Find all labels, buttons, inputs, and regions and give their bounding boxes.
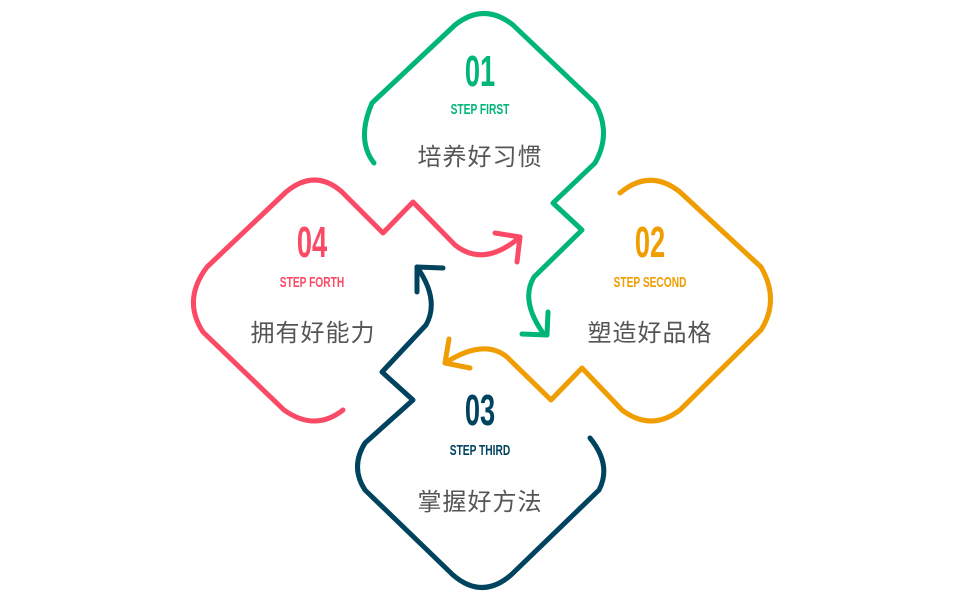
step-2-number: 02 (634, 218, 666, 267)
step-1-number: 01 (464, 47, 496, 96)
step-3-number: 03 (464, 386, 496, 435)
step-2-text: 塑造好品格 (587, 319, 713, 347)
step-4-text: 拥有好能力 (250, 319, 376, 347)
step-1-text: 培养好习惯 (417, 143, 543, 171)
step-1-label: STEP FIRST (450, 101, 510, 118)
step-2-outline (442, 177, 773, 424)
step-4-number: 04 (296, 218, 328, 267)
step-4-outline (190, 177, 523, 424)
step-1-outline (361, 11, 606, 338)
step-4-label: STEP FORTH (279, 274, 345, 291)
arrow-head-4 (492, 230, 523, 265)
step-3-text: 掌握好方法 (417, 488, 543, 516)
arrow-head-3 (414, 264, 446, 295)
step-3-outline (355, 264, 607, 590)
step-2-label: STEP SECOND (613, 274, 687, 291)
step-3-label: STEP THIRD (449, 442, 511, 459)
arrow-head-2 (442, 336, 473, 371)
arrow-head-1 (519, 309, 551, 338)
